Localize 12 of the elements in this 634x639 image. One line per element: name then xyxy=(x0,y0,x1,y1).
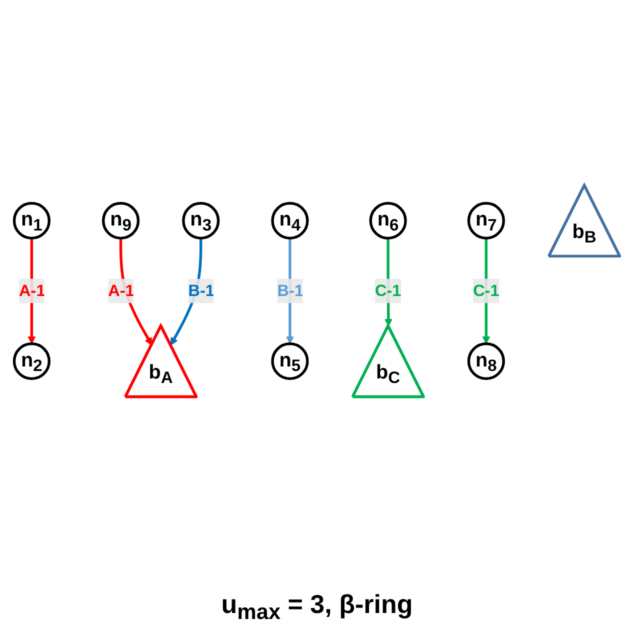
node-circle: n$_{3}$ xyxy=(182,202,220,240)
caption: u$_{max}$ = 3, β-ring xyxy=(221,588,413,625)
node-circle: n$_{2}$ xyxy=(12,342,50,380)
node-circle: n$_{4}$ xyxy=(271,202,309,240)
node-circle: n$_{1}$ xyxy=(12,202,50,240)
node-circle: n$_{9}$ xyxy=(102,202,140,240)
node-circle: n$_{5}$ xyxy=(271,342,309,380)
node-circle: n$_{8}$ xyxy=(467,342,505,380)
node-circle: n$_{7}$ xyxy=(467,202,505,240)
edge-label: C-1 xyxy=(473,282,500,300)
node-circle: n$_{6}$ xyxy=(369,202,407,240)
edge-label: C-1 xyxy=(374,282,402,300)
